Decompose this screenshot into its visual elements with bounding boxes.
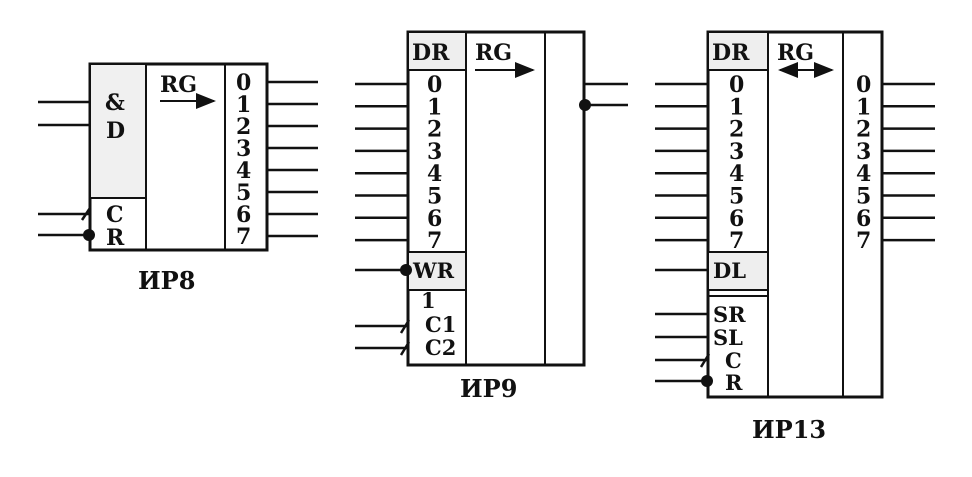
ir13-output-pin-label: 3 (856, 139, 871, 165)
ir13-sr-label: SR (713, 302, 746, 327)
ir8-clock-edge-mark (80, 207, 92, 221)
ir9-c2-edge-mark (399, 341, 411, 356)
ir13-output-pin-label: 7 (856, 228, 871, 254)
ir8-output-pin-label: 3 (236, 136, 251, 162)
ir8-reset-label: R (106, 225, 125, 251)
ir9-c1-edge-mark (399, 319, 411, 334)
ir13-input-pin-label: 3 (729, 139, 744, 165)
ir13-output-pin-label: 1 (856, 94, 871, 120)
ir8-output-pin-label: 1 (236, 92, 251, 118)
ir9-input-pin-label: 6 (427, 206, 442, 232)
ir9-outline (406, 30, 586, 367)
ir13-input-pin-label: 0 (729, 72, 744, 98)
ir13-dr-label: DR (712, 40, 750, 66)
ir13-title: ИР13 (752, 415, 826, 444)
ir9-input-pin-label: 4 (427, 161, 442, 187)
ir8-function-label: RG (160, 72, 197, 98)
ir8-clock-label: C (106, 202, 124, 228)
ir13-output-pin-label: 4 (856, 161, 871, 187)
ir9-input-pin-label: 7 (427, 228, 442, 254)
ir9-one-label: 1 (421, 288, 436, 313)
ir9-wr-cell (407, 251, 467, 291)
ir8-output-pin-label: 7 (236, 224, 251, 250)
ir8-logic-label: & (105, 90, 125, 116)
ir13-clock-label: C (725, 348, 742, 373)
ir9-c2-label: C2 (425, 335, 456, 360)
ir13-output-pin-label: 2 (856, 117, 871, 143)
ir9-input-pin-label: 2 (427, 117, 442, 143)
ir13-input-pin-label: 4 (729, 161, 744, 187)
ir9-input-pin-label: 5 (427, 184, 442, 210)
ir9-c1-label: C1 (425, 312, 456, 337)
ir9-title: ИР9 (460, 374, 517, 403)
ir8-reset-inversion (83, 229, 95, 241)
ir8-title: ИР8 (138, 266, 195, 295)
ir13-input-pin-label: 2 (729, 117, 744, 143)
ir13-sl-label: SL (713, 325, 743, 350)
ir13-dr-cell (707, 31, 769, 71)
ir8-output-pin-label: 6 (236, 202, 251, 228)
ir13-input-pin-label: 5 (729, 184, 744, 210)
ir9-input-pin-label: 0 (427, 72, 442, 98)
ir13-input-pin-label: 7 (729, 228, 744, 254)
ir8-output-pin-label: 2 (236, 114, 251, 140)
ir13-outline (706, 30, 884, 399)
ir13-function-label: RG (777, 40, 814, 66)
ir9-output-inversion (579, 99, 591, 111)
ir13-output-pin-label: 6 (856, 206, 871, 232)
ir8-output-pin-label: 4 (236, 158, 251, 184)
ir13-clock-edge-mark (699, 353, 711, 368)
ir9-function-label: RG (475, 40, 512, 66)
ir8-output-pin-label: 0 (236, 70, 251, 96)
ir9-input-pin-label: 3 (427, 139, 442, 165)
ir9-input-pin-label: 1 (427, 94, 442, 120)
ir9-dr-label: DR (412, 40, 450, 66)
ir13-reset-label: R (725, 370, 743, 395)
ir9-wr-label: WR (412, 258, 455, 283)
ir13-input-pin-label: 1 (729, 94, 744, 120)
ir8-input-section (89, 63, 147, 199)
ir13-dl-label: DL (713, 258, 746, 283)
ir13-output-pin-label: 5 (856, 184, 871, 210)
ir9-wr-inversion (400, 264, 412, 276)
ir13-reset-inversion (701, 375, 713, 387)
ir13-input-pin-label: 6 (729, 206, 744, 232)
ir13-output-pin-label: 0 (856, 72, 871, 98)
ir8-data-label: D (106, 118, 125, 144)
ir8-output-pin-label: 5 (236, 180, 251, 206)
